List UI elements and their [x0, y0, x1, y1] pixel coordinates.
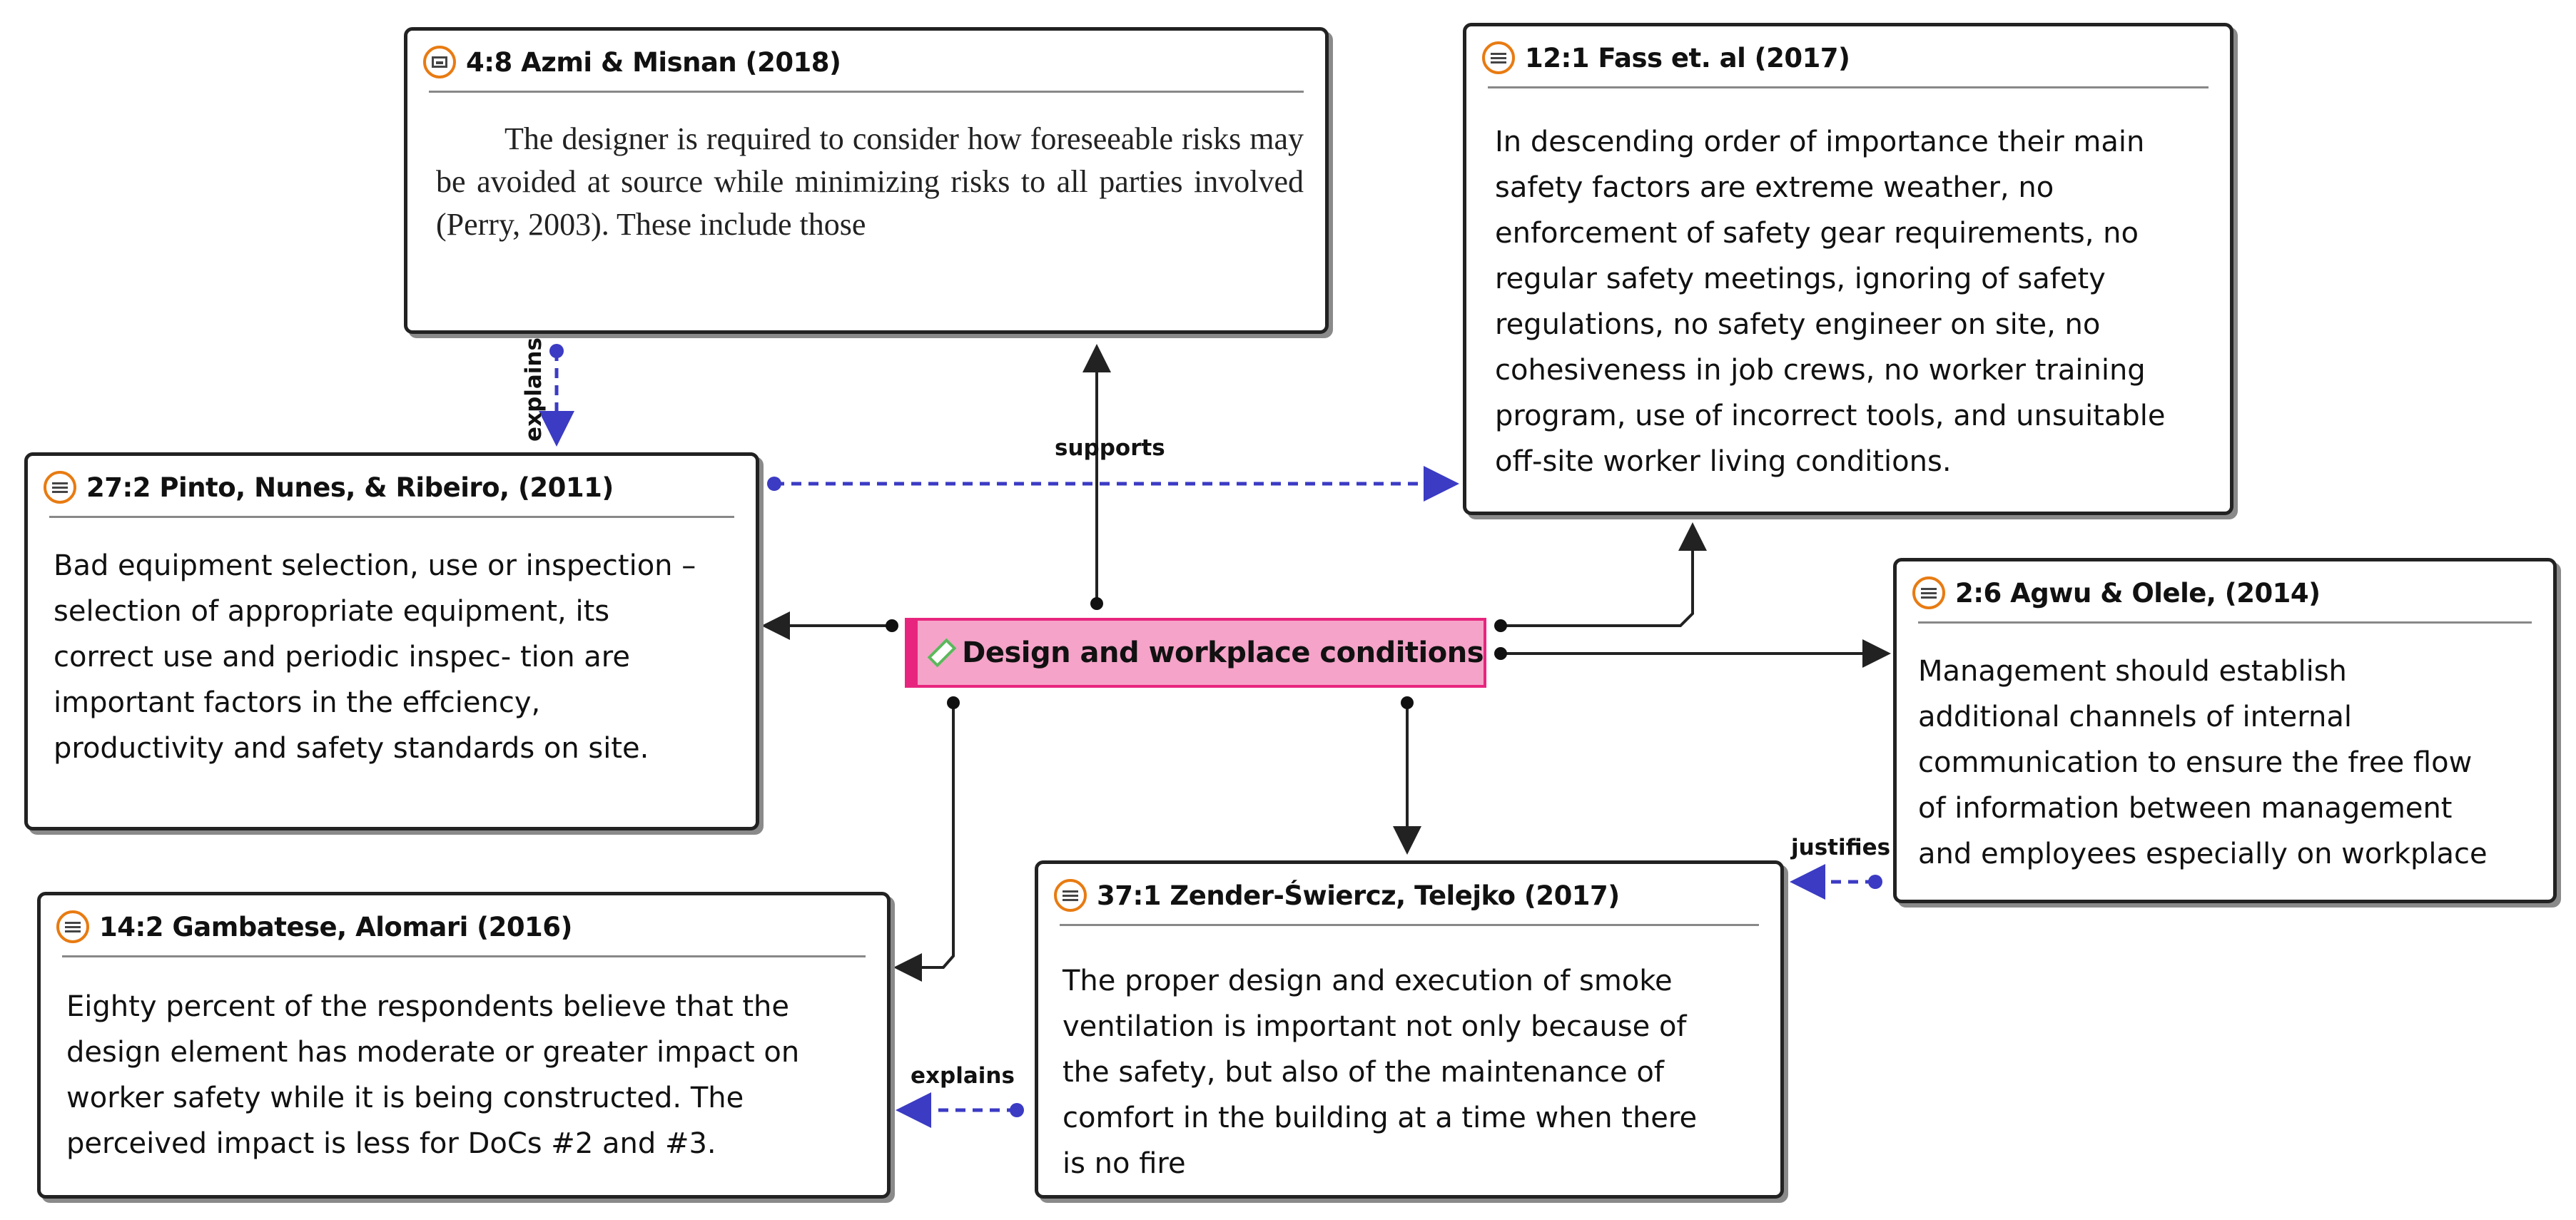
relation-explains-bottom[interactable] — [896, 1092, 1024, 1128]
text-document-icon — [1054, 879, 1087, 912]
quote-header: 27:2 Pinto, Nunes, & Ribeiro, (2011) — [44, 466, 740, 509]
quote-header: 37:1 Zender-Świercz, Telejko (2017) — [1054, 874, 1765, 917]
quote-text: Eighty percent of the respondents believ… — [66, 990, 800, 1160]
quote-text: Management should establish additional c… — [1918, 655, 2488, 870]
relation-justifies[interactable] — [1790, 864, 1882, 900]
link-to-agwu[interactable] — [1494, 639, 1891, 668]
relation-supports[interactable] — [767, 466, 1459, 502]
text-document-icon — [56, 910, 89, 943]
quote-title: 4:8 Azmi & Misnan (2018) — [466, 46, 841, 78]
link-to-azmi[interactable] — [1082, 344, 1111, 610]
edge-label-explains-top: explains — [520, 337, 547, 442]
quote-text: Bad equipment selection, use or inspecti… — [54, 549, 696, 765]
quote-title: 27:2 Pinto, Nunes, & Ribeiro, (2011) — [86, 472, 614, 503]
divider — [62, 955, 866, 957]
quote-header: 14:2 Gambatese, Alomari (2016) — [56, 905, 871, 948]
code-node-label: Design and workplace conditions — [962, 636, 1484, 669]
quote-title: 12:1 Fass et. al (2017) — [1525, 42, 1850, 73]
edge-label-supports: supports — [1055, 435, 1165, 461]
code-diamond-icon — [927, 638, 957, 668]
quote-title: 37:1 Zender-Świercz, Telejko (2017) — [1097, 880, 1620, 911]
divider — [49, 516, 734, 518]
relation-explains-top[interactable] — [539, 344, 574, 447]
edge-label-explains-bottom: explains — [911, 1063, 1015, 1089]
divider — [1488, 86, 2209, 88]
quote-header: 4:8 Azmi & Misnan (2018) — [423, 41, 1309, 83]
divider — [1918, 621, 2532, 624]
quote-text: In descending order of importance their … — [1495, 126, 2166, 478]
text-document-icon — [44, 471, 76, 504]
quote-title: 14:2 Gambatese, Alomari (2016) — [99, 911, 572, 942]
quote-box-pinto[interactable]: 27:2 Pinto, Nunes, & Ribeiro, (2011) Bad… — [24, 452, 759, 830]
divider — [1060, 924, 1759, 926]
quote-box-agwu[interactable]: 2:6 Agwu & Olele, (2014) Management shou… — [1893, 558, 2557, 903]
text-document-icon — [1482, 41, 1515, 74]
quote-header: 12:1 Fass et. al (2017) — [1482, 36, 2214, 79]
quote-box-gambatese[interactable]: 14:2 Gambatese, Alomari (2016) Eighty pe… — [37, 892, 891, 1199]
divider — [429, 91, 1304, 93]
quote-box-zender[interactable]: 37:1 Zender-Świercz, Telejko (2017) The … — [1035, 860, 1784, 1199]
node-color-tab — [908, 621, 918, 685]
link-to-pinto[interactable] — [761, 611, 898, 640]
link-to-fass[interactable] — [1494, 522, 1707, 632]
link-to-zender[interactable] — [1393, 696, 1421, 855]
quote-box-azmi[interactable]: 4:8 Azmi & Misnan (2018) The designer is… — [404, 27, 1329, 334]
quote-header: 2:6 Agwu & Olele, (2014) — [1912, 571, 2537, 614]
code-node-design-workplace[interactable]: Design and workplace conditions — [905, 618, 1486, 688]
quote-box-fass[interactable]: 12:1 Fass et. al (2017) In descending or… — [1463, 23, 2233, 515]
image-document-icon — [423, 46, 456, 78]
quote-text: The proper design and execution of smoke… — [1063, 965, 1698, 1180]
quote-title: 2:6 Agwu & Olele, (2014) — [1955, 577, 2321, 609]
link-to-gambatese[interactable] — [893, 696, 960, 982]
edge-label-justifies: justifies — [1791, 835, 1891, 860]
quote-text: The designer is required to consider how… — [436, 121, 1304, 242]
text-document-icon — [1912, 576, 1945, 609]
